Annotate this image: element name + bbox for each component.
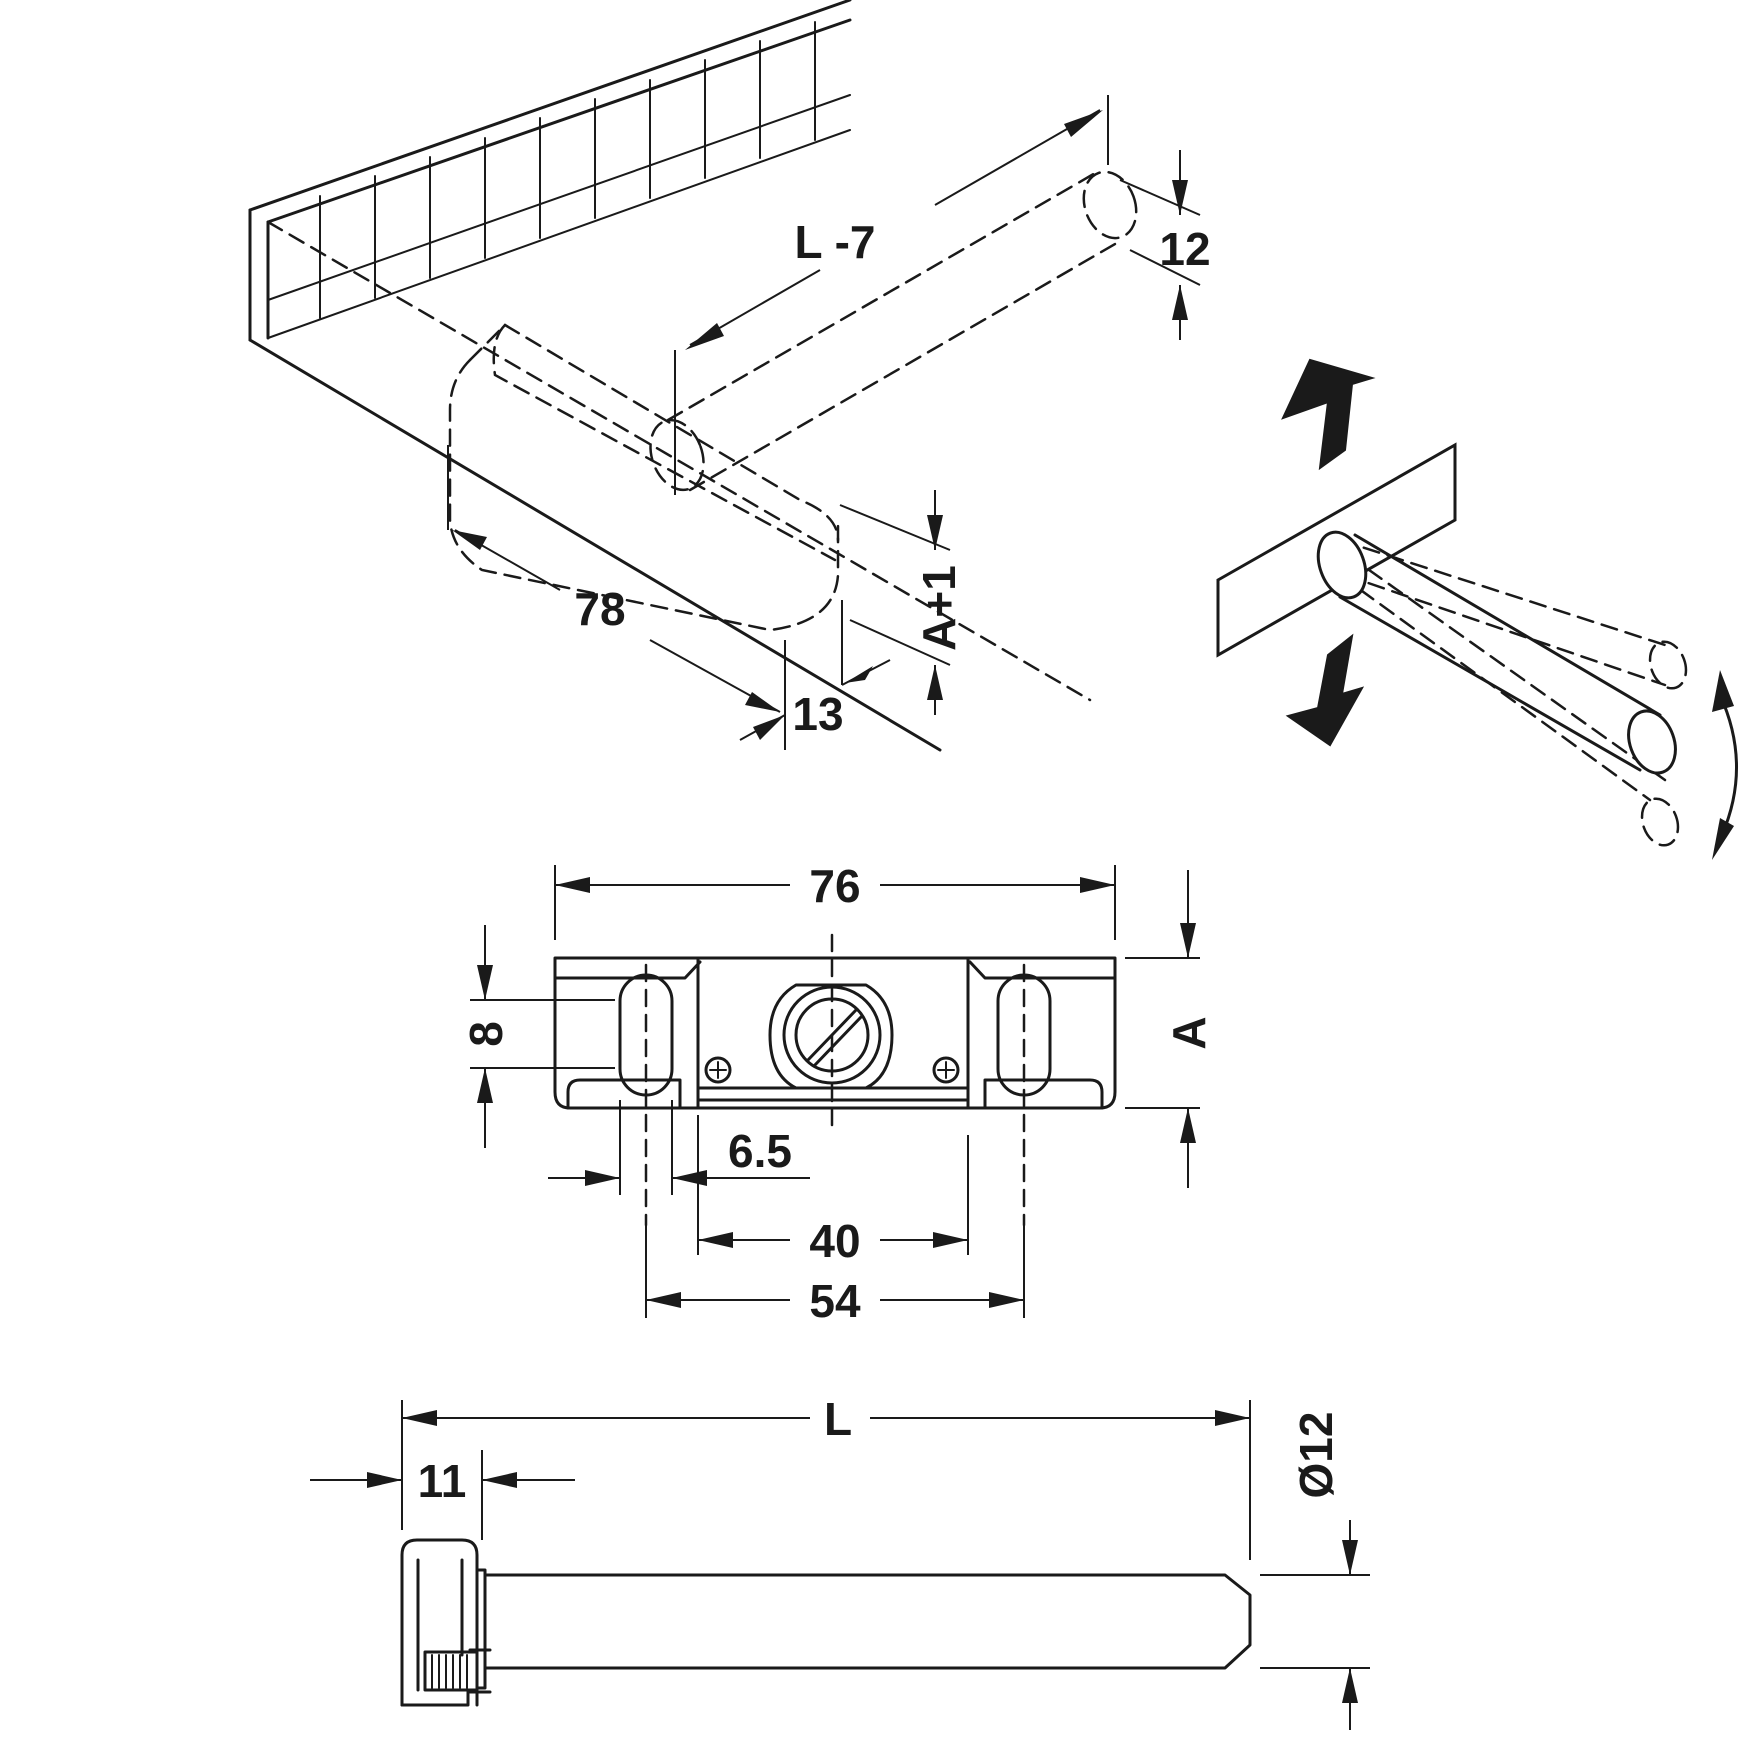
- recess-outline: [448, 170, 1138, 632]
- dim-length: L: [401, 1393, 1251, 1560]
- dim-total-width: 76: [554, 860, 1116, 940]
- drawer-side-panel: [248, 0, 1092, 752]
- front-view: 76 8 A 6: [460, 860, 1215, 1327]
- dim-slot-width: 6.5: [548, 1100, 810, 1195]
- label-diameter: Ø12: [1290, 1412, 1342, 1499]
- label-total-width: 76: [809, 860, 860, 912]
- adjustment-detail: [1216, 358, 1738, 860]
- thread-icon: [431, 1654, 468, 1689]
- arrow-up-icon: [1281, 358, 1376, 471]
- phillips-screw-left-icon: [704, 1056, 732, 1084]
- label-slot-width: 6.5: [728, 1125, 792, 1177]
- adjustment-pin: [1316, 530, 1677, 775]
- rotation-arrow-icon: [1712, 670, 1738, 860]
- pin-head: [400, 1538, 492, 1707]
- dim-pin-diameter-iso: 12: [1119, 150, 1211, 340]
- label-slot-height: 8: [460, 1021, 512, 1047]
- dim-recess-height: A+1: [839, 490, 965, 715]
- label-pin-diameter-iso: 12: [1159, 223, 1210, 275]
- label-inner-distance: 40: [809, 1215, 860, 1267]
- panel-ribs: [319, 21, 816, 319]
- side-view: L 11 Ø12: [310, 1393, 1370, 1730]
- dim-height: A: [1125, 870, 1215, 1188]
- bracket-body: [553, 956, 1117, 1110]
- dim-diameter: Ø12: [1260, 1412, 1370, 1730]
- pin-tilt-positions: [1338, 538, 1688, 847]
- pin-shaft: [483, 1573, 1252, 1670]
- label-length: L: [824, 1393, 852, 1445]
- dim-length-minus: L -7: [674, 95, 1109, 495]
- dim-recess-depth: 13: [739, 600, 891, 741]
- phillips-screw-right-icon: [932, 1056, 960, 1084]
- label-recess-length: 78: [574, 583, 625, 635]
- label-recess-height: A+1: [913, 565, 965, 651]
- dim-slot-distance: 54: [645, 1225, 1025, 1327]
- isometric-view: L -7 12 78 13: [248, 0, 1211, 752]
- label-head-width: 11: [418, 1455, 467, 1507]
- dim-slot-height: 8: [460, 925, 615, 1148]
- dim-inner-distance: 40: [697, 1115, 969, 1267]
- label-recess-depth: 13: [792, 688, 843, 740]
- label-height: A: [1163, 1016, 1215, 1049]
- label-length-minus: L -7: [795, 216, 876, 268]
- arrow-down-icon: [1285, 633, 1365, 747]
- dim-head-width: 11: [310, 1450, 575, 1540]
- label-slot-distance: 54: [809, 1275, 861, 1327]
- dim-recess-length: 78: [447, 445, 786, 750]
